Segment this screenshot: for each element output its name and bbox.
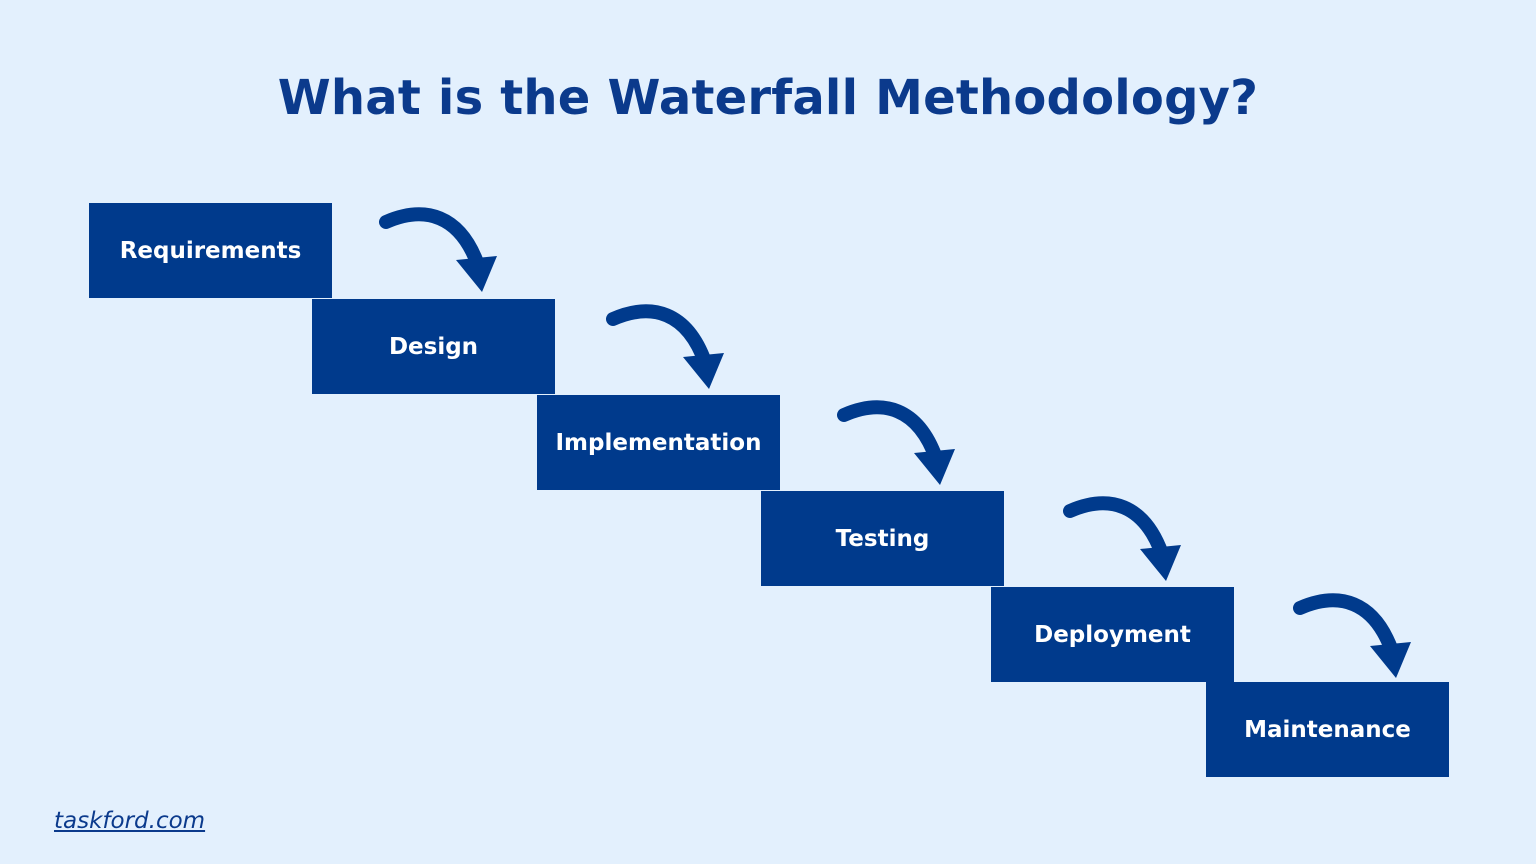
step-label: Design bbox=[388, 333, 479, 360]
curved-arrow-icon bbox=[379, 207, 497, 292]
step-implementation: Implementation bbox=[537, 395, 780, 490]
step-deployment: Deployment bbox=[991, 587, 1234, 682]
step-label: Requirements bbox=[119, 237, 302, 264]
curved-arrow-icon bbox=[606, 304, 724, 389]
curved-arrow-icon bbox=[1063, 496, 1181, 581]
step-label: Implementation bbox=[555, 429, 762, 456]
step-label: Testing bbox=[835, 525, 930, 552]
step-testing: Testing bbox=[761, 491, 1004, 586]
step-requirements: Requirements bbox=[89, 203, 332, 298]
curved-arrow-icon bbox=[837, 400, 955, 485]
curved-arrow-icon bbox=[1293, 593, 1411, 678]
step-design: Design bbox=[312, 299, 555, 394]
step-label: Maintenance bbox=[1244, 716, 1411, 743]
taskford-link[interactable]: taskford.com bbox=[54, 808, 206, 834]
page-title: What is the Waterfall Methodology? bbox=[277, 70, 1259, 126]
step-label: Deployment bbox=[1034, 621, 1191, 648]
step-maintenance: Maintenance bbox=[1206, 682, 1449, 777]
